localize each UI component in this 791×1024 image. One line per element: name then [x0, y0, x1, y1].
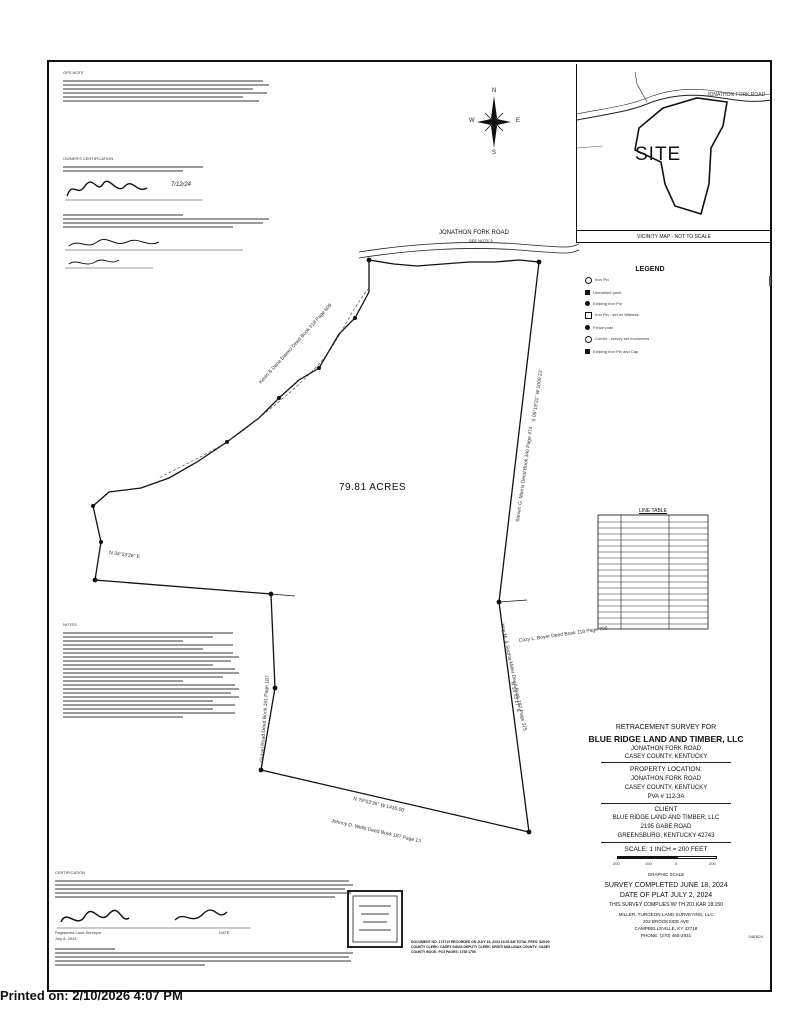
certification-text	[55, 878, 355, 900]
site-label: SITE	[635, 144, 682, 165]
legend-item: Iron Pin	[585, 277, 715, 284]
compass-w: W	[469, 118, 475, 124]
owner-cert-title: OWNER'S CERTIFICATION	[63, 156, 114, 161]
title-line-4: CASEY COUNTY, KENTUCKY	[624, 754, 708, 760]
client-heading: CLIENT	[654, 806, 678, 813]
notary-text	[63, 212, 273, 230]
recording-block: DOCUMENT NO: 172713 RECORDED ON JULY 16,…	[411, 940, 551, 955]
scan-mark	[769, 276, 771, 286]
title-line-1: RETRACEMENT SURVEY FOR	[615, 724, 717, 731]
vicinity-map: JONATHON FORK ROAD SITE VICINITY MAP - N…	[576, 64, 771, 243]
bearing-east-line: S 06°18'31" W 1009.23'	[531, 369, 544, 422]
printed-footer: Printed on: 2/10/2026 4:07 PM	[0, 988, 183, 1003]
plat-date: DATE OF PLAT JULY 2, 2024	[619, 892, 713, 899]
legend-item: Existing Iron Pin and Cap	[585, 349, 715, 354]
legend-item: Iron Pin - set on Witness	[585, 312, 715, 319]
surveyor-signature	[57, 909, 251, 929]
firm-line-1: MILLER, TURGEON LAND SURVEYING, LLC	[618, 912, 714, 917]
title-divider	[601, 842, 731, 843]
surveyor-date-label: DATE	[219, 930, 230, 935]
legend: LEGEND Iron Pin Unmarked point Existing …	[585, 266, 715, 360]
legend-item: Unmarked point	[585, 290, 715, 295]
legend-item: Fence post	[585, 325, 715, 330]
legend-item: Existing Iron Pin	[585, 301, 715, 306]
graphic-scale-bar: 200 100 0 200	[611, 856, 721, 870]
surveyor-date: July 8, 2024	[55, 936, 77, 941]
surveyor-stamp	[347, 890, 403, 948]
firm-phone: PHONE: (270) 465-2831	[640, 933, 692, 938]
prop-heading: PROPERTY LOCATION:	[630, 766, 702, 773]
scale-tick: 200	[613, 861, 620, 866]
line-table-grid	[597, 514, 709, 630]
scale-tick: 200	[709, 861, 716, 866]
graphic-scale-caption: GRAPHIC SCALE	[647, 872, 685, 877]
job-number: 046'B24	[748, 934, 763, 939]
bearing-south-line: N 79°03'36" W 1416.00'	[353, 796, 406, 814]
compass-n: N	[492, 88, 497, 94]
adjoiner-south: Johnny D. Wells Deed Book 187 Page 13	[331, 818, 422, 842]
client-line-2: 2195 GABE ROAD	[640, 824, 692, 830]
owner-cert-text	[63, 164, 213, 174]
survey-plat-sheet: GPS NOTE OWNER'S CERTIFICATION 7/12/24 N…	[47, 60, 772, 992]
line-table-title: LINE TABLE	[639, 508, 667, 514]
legend-item: Corner - survey set monument	[585, 336, 715, 343]
title-line-2: BLUE RIDGE LAND AND TIMBER, LLC	[588, 734, 744, 744]
title-divider	[601, 803, 731, 804]
title-divider	[601, 762, 731, 763]
client-line-1: BLUE RIDGE LAND AND TIMBER, LLC	[612, 815, 720, 821]
surveyor-note-text	[55, 946, 355, 968]
legend-title: LEGEND	[635, 266, 665, 273]
gps-note-title: GPS NOTE	[63, 70, 84, 75]
bearing-west-line: N 34°23'26" E	[109, 550, 141, 560]
line-table: LINE TABLE	[597, 508, 709, 635]
adjoiner-south-east: Cozy L. Boyer Deed Book 118 Page 700	[518, 626, 608, 644]
north-arrow-icon	[477, 96, 511, 148]
title-block: RETRACEMENT SURVEY FOR BLUE RIDGE LAND A…	[561, 722, 771, 992]
notary-signature	[65, 238, 243, 269]
scale-bar-solid	[617, 856, 677, 859]
acreage-label: 79.81 ACRES	[339, 482, 407, 493]
vicinity-road-label: JONATHON FORK ROAD	[707, 92, 766, 98]
client-line-3: GREENSBURG, KENTUCKY 42743	[617, 833, 715, 839]
vicinity-map-drawing: JONATHON FORK ROAD	[577, 71, 771, 216]
prop-line-1: JONATHON FORK ROAD	[631, 776, 701, 782]
road-label: JONATHON FORK ROAD	[439, 230, 510, 236]
scale-text: SCALE: 1 INCH = 200 FEET	[624, 846, 708, 853]
adjoiner-north-west: Kevin & Dana Dawes Deed Book 318 Page 60…	[258, 302, 333, 385]
prop-line-2: CASEY COUNTY, KENTUCKY	[624, 785, 708, 791]
surveyor-caption: Registered Land Surveyor	[55, 930, 102, 935]
scale-bar-open	[677, 856, 717, 859]
notes-text	[63, 630, 243, 720]
certification-title: CERTIFICATION	[55, 870, 86, 875]
survey-completed: SURVEY COMPLETED JUNE 18, 2024	[604, 882, 728, 889]
firm-line-3: CAMPBELLSVILLE, KY 42718	[634, 926, 698, 931]
compass-s: S	[492, 150, 497, 156]
survey-boundary-drawing: JONATHON FORK ROAD SEE NOTE 5 Steven G. …	[91, 230, 608, 842]
prop-line-3: PVA # 112-3A	[647, 794, 685, 800]
road-note: SEE NOTE 5	[469, 238, 493, 243]
surveyor-stamp-drawing	[352, 895, 398, 943]
scale-tick: 0	[675, 861, 678, 866]
notes-title: NOTES	[63, 622, 77, 627]
vicinity-caption: VICINITY MAP - NOT TO SCALE	[577, 230, 771, 243]
gps-note-text	[63, 78, 273, 104]
owner-signature	[65, 180, 203, 201]
owner-date: 7/12/24	[171, 182, 192, 188]
scale-tick: 100	[645, 861, 652, 866]
compass-e: E	[516, 118, 521, 124]
firm-line-2: 202 BROOKSIDE AVE	[642, 919, 690, 924]
recording-text: DOCUMENT NO: 172713 RECORDED ON JULY 16,…	[411, 940, 551, 954]
complies-text: THIS SURVEY COMPLIES W/ TH 201 KAR 18:15…	[609, 902, 723, 908]
title-line-3: JONATHON FORK ROAD	[631, 746, 701, 752]
